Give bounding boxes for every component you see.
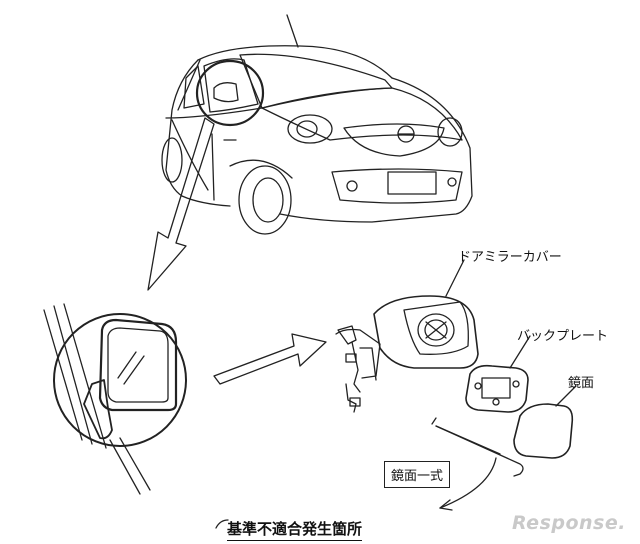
label-door-mirror-cover: ドアミラーカバー bbox=[458, 250, 562, 265]
car-illustration bbox=[161, 14, 473, 235]
label-back-plate: バックプレート bbox=[517, 329, 609, 344]
label-defect-location: 基準不適合発生箇所 bbox=[227, 518, 363, 541]
label-mirror-glass-set: 鏡面一式 bbox=[384, 461, 451, 488]
mirror-highlight-circle bbox=[195, 59, 265, 127]
label-mirror-glass: 鏡面 bbox=[568, 376, 595, 391]
zoom-arrow-right bbox=[213, 333, 327, 385]
watermark-logo: Response. bbox=[512, 512, 626, 534]
zoom-arrow-down bbox=[147, 117, 215, 291]
mirror-zoom-view bbox=[43, 303, 187, 495]
mirror-exploded-view bbox=[215, 259, 577, 529]
